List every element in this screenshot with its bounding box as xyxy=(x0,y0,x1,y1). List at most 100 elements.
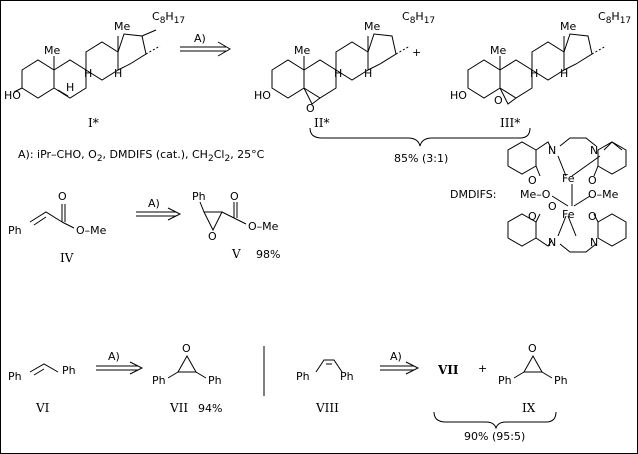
label-IV: IV xyxy=(60,251,74,265)
catalyst-name: DMDIFS: xyxy=(450,188,497,201)
atom-me: Me xyxy=(44,44,60,57)
h: H xyxy=(415,10,423,23)
yield-VII: 94% xyxy=(198,402,222,415)
brace-stilbene xyxy=(433,411,557,430)
c-sub: 8 xyxy=(160,16,166,26)
cat-o: O xyxy=(588,210,597,223)
cat-n: N xyxy=(590,144,598,157)
cat-n: N xyxy=(590,236,598,249)
brace-steroid xyxy=(309,127,531,147)
atom-o: O xyxy=(230,190,239,203)
arrow-label: A) xyxy=(194,32,206,45)
h: H xyxy=(611,10,619,23)
arrow-label: A) xyxy=(390,350,402,363)
atom-o: O xyxy=(494,94,503,107)
c-sub: 8 xyxy=(410,16,416,26)
atom-o: O xyxy=(182,342,191,355)
cat-n: N xyxy=(548,144,556,157)
label-VI: VI xyxy=(35,401,50,415)
atom-h: H xyxy=(84,67,92,80)
atom-c8h17: C8H17 xyxy=(152,10,185,26)
cat-meo: Me–O xyxy=(520,188,551,201)
atom-h: H xyxy=(334,67,342,80)
ch2-sub: 2 xyxy=(208,154,214,164)
steroid-III xyxy=(467,33,607,105)
label-IX: IX xyxy=(522,401,536,415)
compound-V xyxy=(199,201,247,232)
atom-ph: Ph xyxy=(152,374,166,387)
c: C xyxy=(152,10,160,23)
label-VII: VII xyxy=(169,401,188,415)
c-sub: 8 xyxy=(606,16,612,26)
atom-o: O xyxy=(208,230,217,243)
atom-me: Me xyxy=(490,44,506,57)
atom-me: Me xyxy=(560,20,576,33)
compound-VII xyxy=(167,354,207,379)
atom-ph: Ph xyxy=(8,370,22,383)
arrow-1 xyxy=(180,41,231,57)
plus-sign: + xyxy=(478,362,487,375)
catalyst-structure xyxy=(507,137,627,253)
arrow-label: A) xyxy=(108,350,120,363)
cl: Cl xyxy=(214,148,225,161)
arrow-3 xyxy=(96,361,144,375)
atom-o: O xyxy=(306,102,315,115)
atom-ph: Ph xyxy=(554,374,568,387)
h-sub: 17 xyxy=(620,16,631,26)
label-VII-product: VII xyxy=(437,363,459,377)
h-sub: 17 xyxy=(174,16,185,26)
cl2-sub: 2 xyxy=(224,154,230,164)
atom-ph: Ph xyxy=(296,370,310,383)
cat-fe: Fe xyxy=(562,172,575,185)
label-I: I* xyxy=(88,116,99,130)
atom-o: O xyxy=(528,342,537,355)
label-V: V xyxy=(231,247,241,261)
atom-h: H xyxy=(114,67,122,80)
atom-ho: HO xyxy=(4,89,21,102)
steroid-II xyxy=(271,33,411,105)
c: C xyxy=(402,10,410,23)
label-III: III* xyxy=(500,116,520,130)
compound-VIII xyxy=(315,359,343,373)
atom-c8h17: C8H17 xyxy=(402,10,435,26)
o2-sub: 2 xyxy=(97,154,103,164)
cat-o: O xyxy=(528,210,537,223)
compound-IV xyxy=(29,204,75,229)
atom-ph: Ph xyxy=(498,374,512,387)
label-VIII: VIII xyxy=(315,401,339,415)
label-II: II* xyxy=(314,116,329,130)
ester-ome: O–Me xyxy=(248,220,279,233)
atom-ho: HO xyxy=(254,89,271,102)
atom-me: Me xyxy=(294,44,310,57)
ester-ome: O–Me xyxy=(76,224,107,237)
compound-VI xyxy=(29,363,59,376)
compound-IX xyxy=(513,354,553,379)
conditions-temp: , 25°C xyxy=(230,148,264,161)
atom-h: H xyxy=(560,67,568,80)
atom-ph: Ph xyxy=(8,224,22,237)
plus-sign: + xyxy=(412,46,421,59)
atom-ho: HO xyxy=(450,89,467,102)
atom-ph: Ph xyxy=(208,374,222,387)
cat-fe: Fe xyxy=(562,208,575,221)
h-sub: 17 xyxy=(424,16,435,26)
cat-ome: O–Me xyxy=(588,188,619,201)
cat-o: O xyxy=(548,200,557,213)
arrow-2 xyxy=(136,207,182,221)
atom-ph: Ph xyxy=(192,190,206,203)
c: C xyxy=(598,10,606,23)
cat-n: N xyxy=(548,236,556,249)
atom-o: O xyxy=(58,190,67,203)
atom-h: H xyxy=(530,67,538,80)
conditions-prefix: A): iPr–CHO, O xyxy=(18,148,97,161)
yield-stilbene: 90% (95:5) xyxy=(464,430,525,443)
yield-steroid: 85% (3:1) xyxy=(394,152,448,165)
atom-ph: Ph xyxy=(62,364,76,377)
cat-o: O xyxy=(528,174,537,187)
h: H xyxy=(165,10,173,23)
cat-o: O xyxy=(588,174,597,187)
conditions-middle: , DMDIFS (cat.), CH xyxy=(103,148,208,161)
atom-me: Me xyxy=(364,20,380,33)
